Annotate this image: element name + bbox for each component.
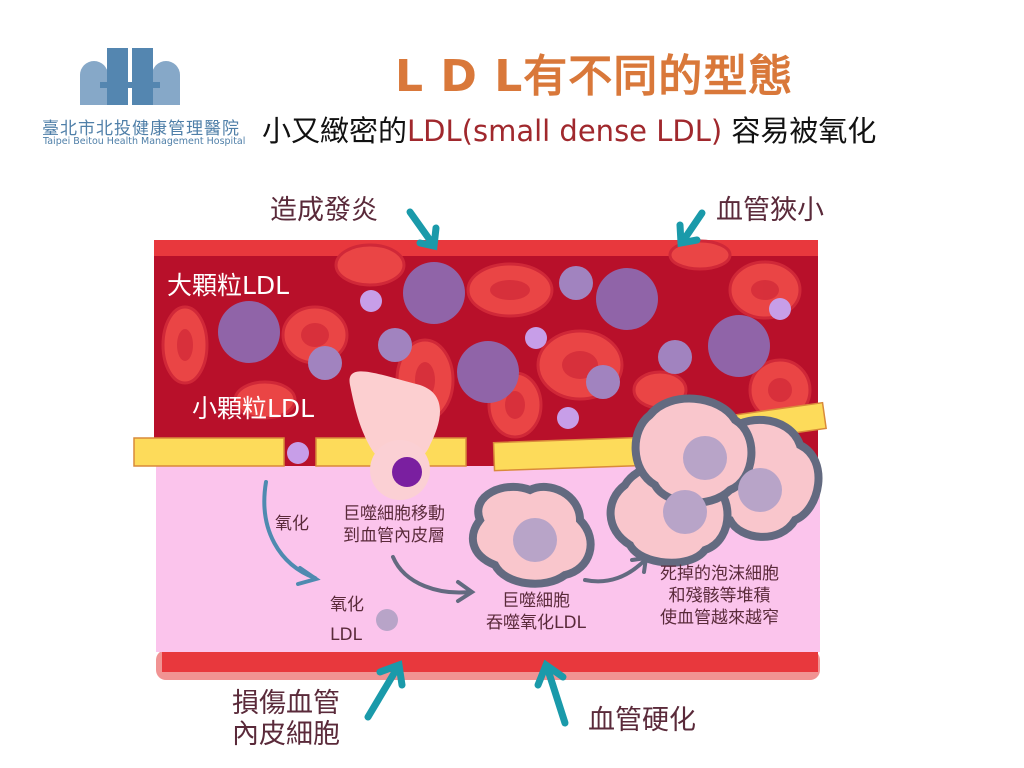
vessel-wall-top bbox=[154, 240, 818, 256]
subtitle-pre: 小又緻密的 bbox=[262, 114, 408, 148]
label-inflammation: 造成發炎 bbox=[270, 195, 378, 226]
label-narrowing: 血管狹小 bbox=[716, 195, 824, 226]
hospital-logo bbox=[80, 48, 180, 105]
large-ldl-particles bbox=[218, 262, 770, 403]
logo-name-en: Taipei Beitou Health Management Hospital bbox=[43, 136, 246, 147]
subtitle-post: 容易被氧化 bbox=[722, 114, 877, 148]
logo-name-cn: 臺北市北投健康管理醫院 bbox=[42, 119, 240, 139]
label-damage: 損傷血管內皮細胞 bbox=[232, 688, 340, 750]
small-ldl-particles bbox=[287, 266, 791, 464]
vessel-wall-bottom bbox=[162, 650, 818, 672]
foam-line2: 和殘骸等堆積 bbox=[668, 586, 771, 606]
damage-line2: 內皮細胞 bbox=[232, 719, 340, 750]
oxidized-ldl-line2: LDL bbox=[330, 625, 363, 645]
teal-arrows bbox=[364, 208, 706, 727]
macrophage-move-line1: 巨噬細胞移動 bbox=[343, 504, 445, 524]
subtitle-highlight: LDL(small dense LDL) bbox=[407, 114, 723, 148]
foam-line3: 使血管越來越窄 bbox=[660, 608, 779, 628]
process-arrows bbox=[262, 480, 649, 603]
label-foam-cells: 死掉的泡沫細胞和殘骸等堆積使血管越來越窄 bbox=[660, 563, 779, 629]
page-subtitle: 小又緻密的LDL(small dense LDL) 容易被氧化 bbox=[262, 108, 876, 150]
macrophage-eat-line1: 巨噬細胞 bbox=[502, 591, 571, 611]
label-oxidation: 氧化 bbox=[275, 514, 309, 534]
foam-cell-nuclei bbox=[376, 436, 782, 631]
foam-line1: 死掉的泡沫細胞 bbox=[660, 564, 779, 584]
page-title: L D L有不同的型態 bbox=[395, 51, 794, 102]
label-macrophage-move: 巨噬細胞移動到血管內皮層 bbox=[343, 503, 445, 547]
oxidized-ldl-line1: 氧化 bbox=[330, 595, 364, 615]
macrophage-move-line2: 到血管內皮層 bbox=[343, 526, 445, 546]
migrating-macrophage bbox=[349, 371, 440, 500]
label-macrophage-eat: 巨噬細胞吞噬氧化LDL bbox=[486, 590, 586, 634]
macrophage-eat-line2: 吞噬氧化LDL bbox=[486, 613, 587, 633]
damage-line1: 損傷血管 bbox=[232, 688, 340, 719]
label-large-ldl: 大顆粒LDL bbox=[167, 271, 290, 300]
label-small-ldl: 小顆粒LDL bbox=[192, 394, 315, 423]
label-hardening: 血管硬化 bbox=[588, 705, 696, 736]
label-oxidized-ldl: 氧化 LDL bbox=[330, 590, 364, 650]
